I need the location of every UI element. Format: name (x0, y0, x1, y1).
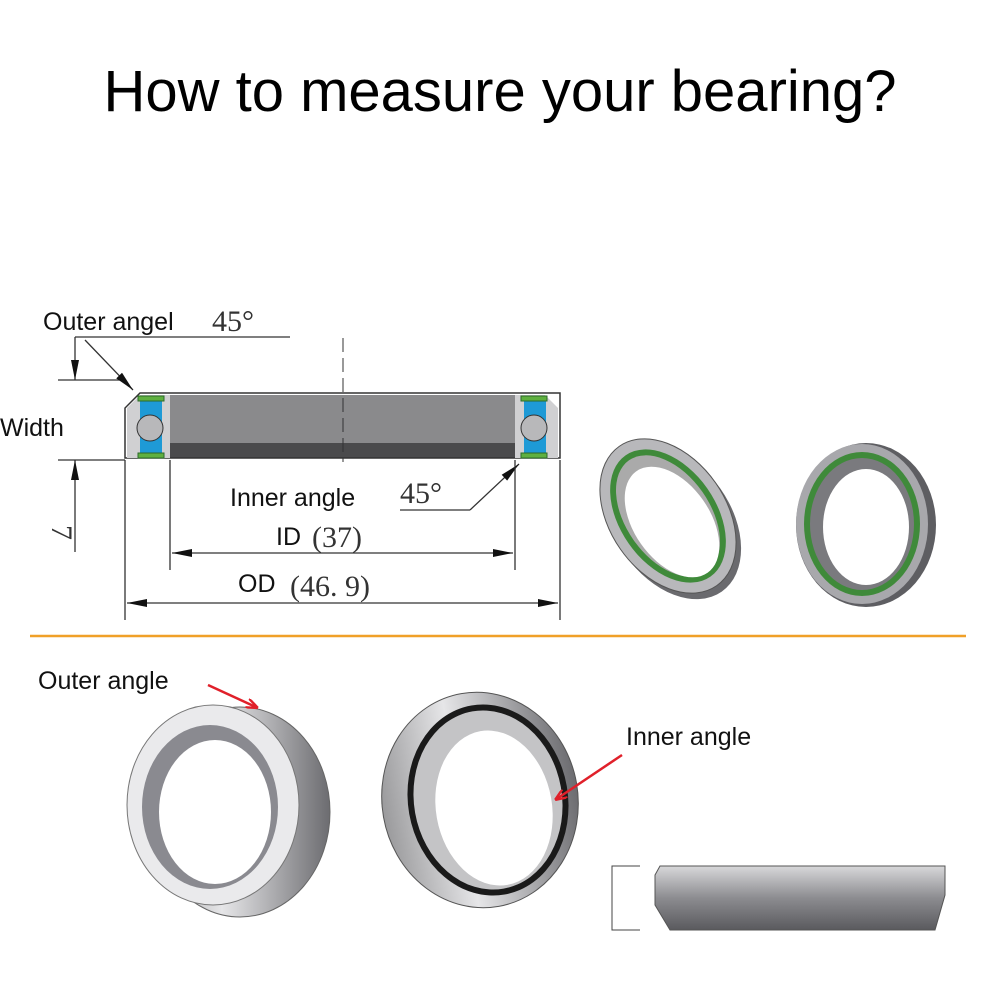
dimension-lines (58, 336, 561, 620)
width-value: 7 (45, 525, 78, 540)
inner-angle-arrow (555, 753, 623, 800)
width-label: Width (0, 414, 64, 442)
cross-section-drawing (124, 338, 561, 462)
outer-angle-value: 45° (212, 305, 254, 338)
outer-angle-photo-label: Outer angle (38, 667, 169, 695)
inner-angle-value: 45° (400, 477, 442, 510)
od-value: (46. 9) (290, 570, 370, 603)
id-label: ID (276, 523, 301, 551)
bearing-render-side-view (611, 865, 946, 931)
inner-angle-photo-label: Inner angle (626, 723, 751, 751)
page-title: How to measure your bearing? (103, 59, 897, 124)
bearing-render-green-seal-tilted (599, 438, 742, 600)
od-label: OD (238, 570, 276, 598)
left-ball (136, 414, 164, 442)
id-value: (37) (312, 521, 362, 554)
outer-angle-arrow (207, 683, 258, 708)
right-ball (520, 414, 548, 442)
bearing-render-inner-angle (381, 691, 579, 909)
bearing-render-green-seal-front (796, 443, 936, 607)
bearing-render-outer-angle (126, 704, 331, 918)
outer-angle-label: Outer angel (43, 308, 174, 336)
inner-angle-drawing-label: Inner angle (230, 484, 355, 512)
